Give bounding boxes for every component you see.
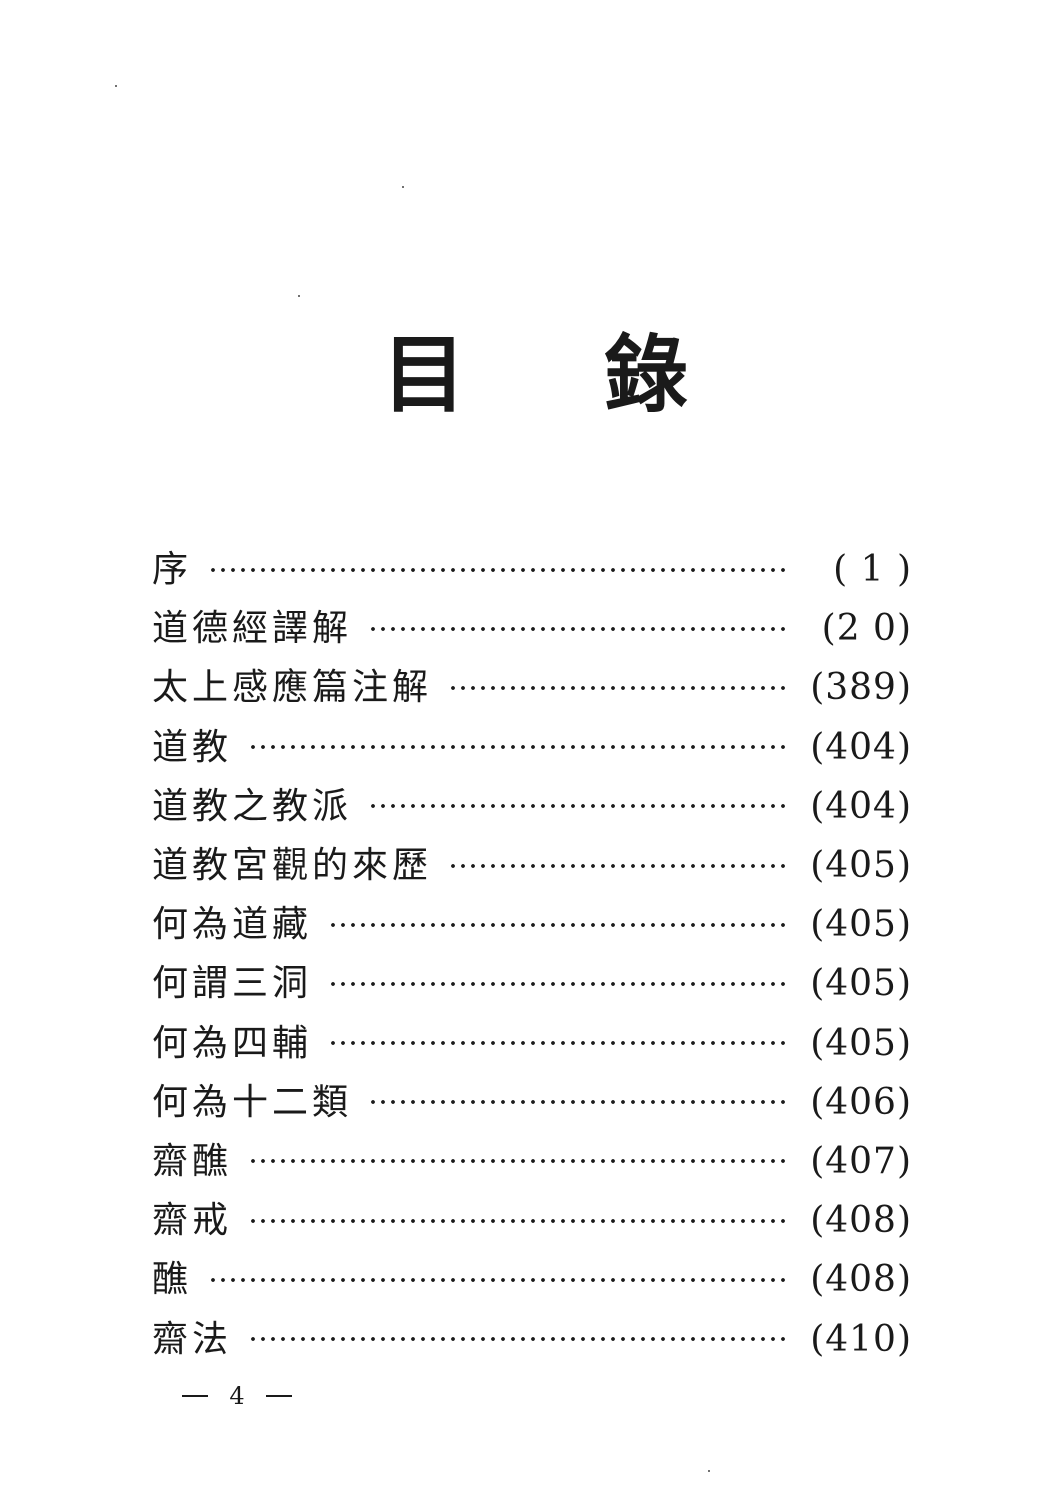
toc-entry-page: (2 0)	[821, 608, 912, 650]
toc-entry-title: 太上感應篇注解	[152, 667, 433, 709]
toc-entry-title: 何為十二類	[152, 1081, 353, 1123]
title-char-mu: 目	[382, 325, 467, 424]
toc-entry-page: (406)	[810, 1081, 912, 1123]
toc-entry: 齋醮 (407)	[152, 1132, 912, 1191]
toc-entry-title: 何為道藏	[152, 904, 313, 946]
toc-entry-page: (389)	[810, 667, 912, 709]
toc-entry: 何為四輔 (405)	[152, 1014, 912, 1073]
scan-speck	[708, 1470, 710, 1472]
scan-speck	[402, 186, 404, 188]
toc-entry: 何謂三洞 (405)	[152, 954, 912, 1013]
scan-speck	[298, 295, 300, 297]
folio-dash-right	[266, 1395, 292, 1397]
dot-leader	[328, 980, 790, 987]
dot-leader	[368, 625, 790, 632]
folio-dash-left	[182, 1395, 208, 1397]
toc-entry: 醮 (408)	[152, 1250, 912, 1309]
toc-entry: 序 ( 1 )	[152, 540, 912, 599]
dot-leader	[208, 566, 790, 573]
dot-leader	[248, 1158, 790, 1165]
toc-entry-title: 醮	[152, 1259, 193, 1301]
dot-leader	[448, 684, 790, 691]
page-number: 4	[229, 1382, 245, 1410]
page-title: 目 錄	[0, 320, 1050, 430]
dot-leader	[368, 1099, 790, 1106]
toc-entry: 齋戒 (408)	[152, 1191, 912, 1250]
dot-leader	[368, 803, 790, 810]
dot-leader	[328, 921, 790, 928]
toc-entry-title: 齋醮	[152, 1140, 233, 1182]
toc-entry-title: 齋法	[152, 1318, 233, 1360]
toc-entry-page: (405)	[810, 904, 912, 946]
toc-entry: 道德經譯解 (2 0)	[152, 599, 912, 658]
toc-entry-page: (408)	[810, 1259, 912, 1301]
toc-entry-page: (410)	[810, 1318, 912, 1360]
toc-entry-title: 何謂三洞	[152, 963, 313, 1005]
dot-leader	[248, 744, 790, 751]
toc-entry-title: 道德經譯解	[152, 608, 353, 650]
table-of-contents: 序 ( 1 ) 道德經譯解 (2 0) 太上感應篇注解 (389) 道教 (40…	[152, 540, 912, 1369]
dot-leader	[328, 1040, 790, 1047]
dot-leader	[208, 1276, 790, 1283]
toc-entry-title: 何為四輔	[152, 1022, 313, 1064]
toc-entry-page: (408)	[810, 1200, 912, 1242]
toc-entry-title: 齋戒	[152, 1200, 233, 1242]
dot-leader	[248, 1217, 790, 1224]
toc-entry-title: 道教宮觀的來歷	[152, 845, 433, 887]
toc-entry-title: 序	[152, 549, 193, 591]
toc-entry: 道教 (404)	[152, 718, 912, 777]
dot-leader	[248, 1336, 790, 1343]
toc-entry-page: (405)	[810, 845, 912, 887]
toc-entry: 何為道藏 (405)	[152, 895, 912, 954]
toc-entry-page: (405)	[810, 963, 912, 1005]
toc-entry: 太上感應篇注解 (389)	[152, 658, 912, 717]
dot-leader	[448, 862, 790, 869]
toc-entry: 何為十二類 (406)	[152, 1073, 912, 1132]
title-char-lu: 錄	[604, 325, 689, 424]
toc-entry-page: (404)	[810, 726, 912, 768]
toc-entry-title: 道教之教派	[152, 785, 353, 827]
toc-entry-title: 道教	[152, 726, 233, 768]
toc-entry-page: (404)	[810, 785, 912, 827]
toc-entry-page: ( 1 )	[833, 549, 912, 591]
toc-entry: 道教宮觀的來歷 (405)	[152, 836, 912, 895]
toc-entry-page: (407)	[810, 1140, 912, 1182]
page-number-footer: 4	[182, 1378, 292, 1414]
toc-entry: 齋法 (410)	[152, 1309, 912, 1368]
toc-entry-page: (405)	[810, 1022, 912, 1064]
toc-entry: 道教之教派 (404)	[152, 777, 912, 836]
scan-speck	[115, 85, 117, 87]
